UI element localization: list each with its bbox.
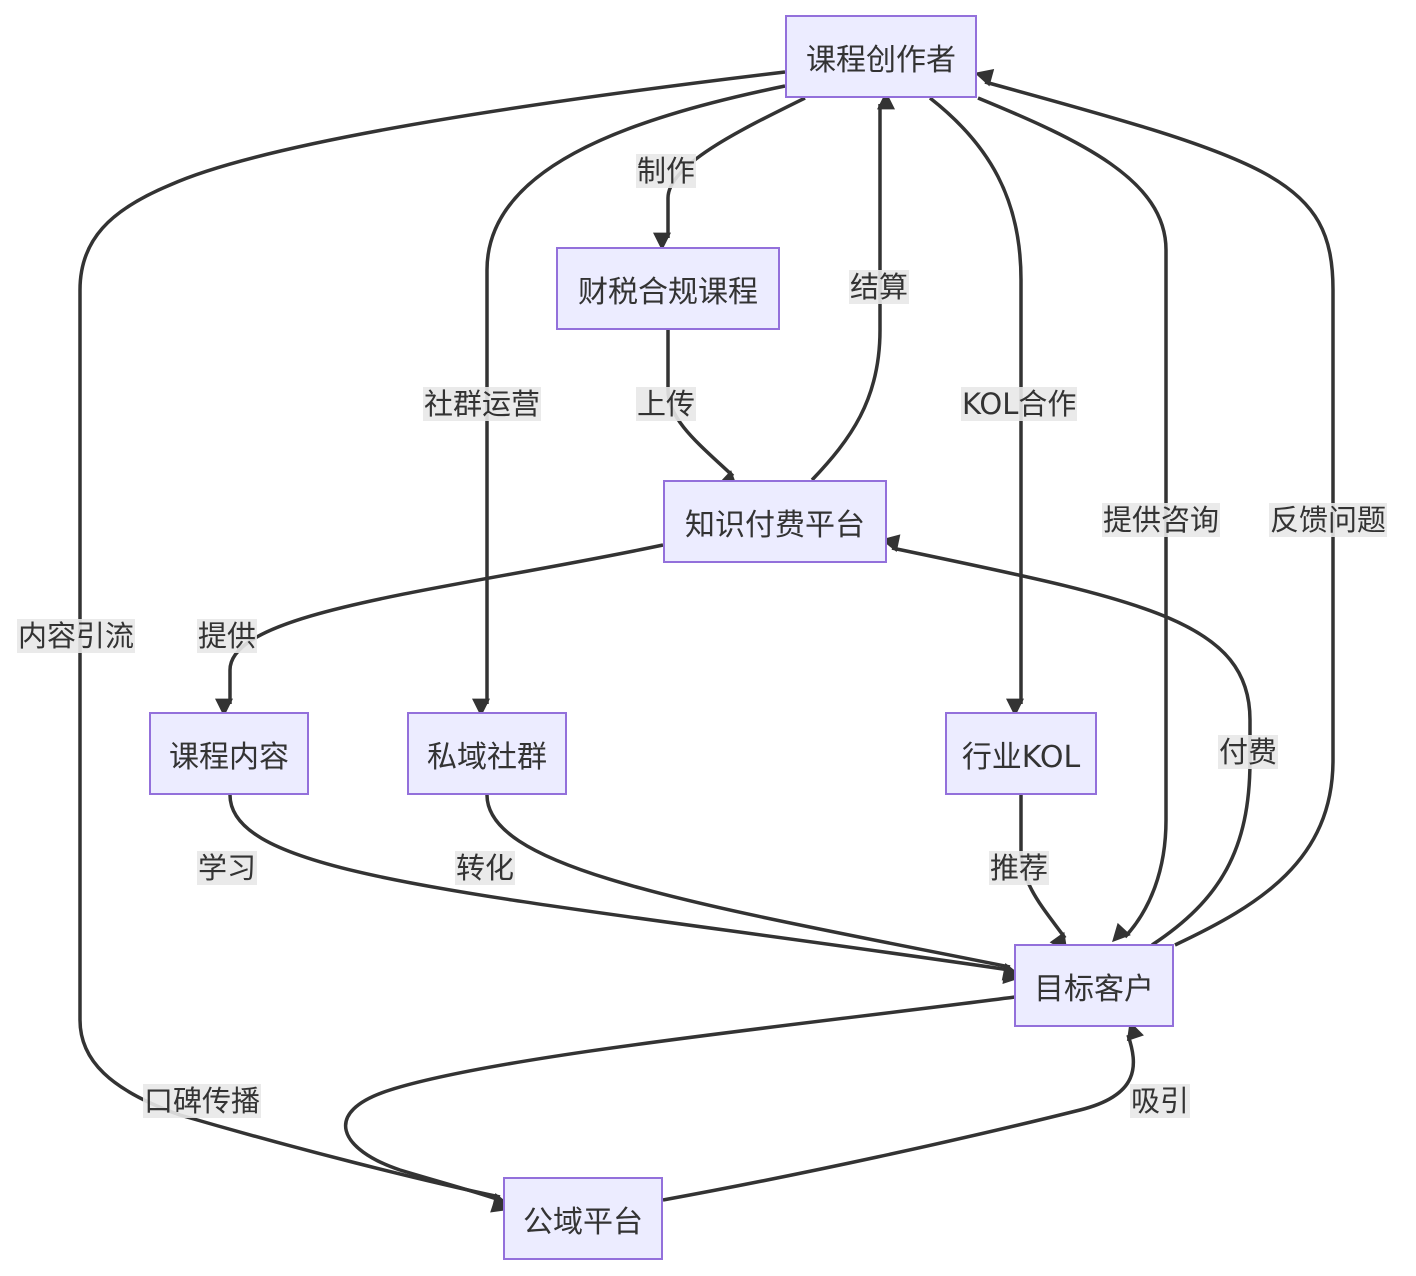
- edge-label-make: 制作: [636, 154, 697, 188]
- edge-label-attract: 吸引: [1130, 1084, 1191, 1118]
- edge-label-feedback: 反馈问题: [1269, 503, 1388, 537]
- edge-customer-creator: [974, 68, 1335, 947]
- node-tax-compliance-course[interactable]: 财税合规课程: [556, 247, 780, 330]
- edge-public-customer: [662, 1021, 1144, 1202]
- edge-creator-course: [653, 96, 806, 251]
- edge-customer-public: [343, 995, 1016, 1213]
- edge-creator-kol: [928, 96, 1024, 717]
- edge-content-customer: [228, 794, 1022, 985]
- edge-label-convert: 转化: [455, 851, 516, 885]
- edge-creator-public: [78, 70, 786, 1211]
- edge-label-learn: 学习: [197, 851, 258, 885]
- edge-label-recommend: 推荐: [989, 851, 1050, 885]
- node-target-customer[interactable]: 目标客户: [1014, 944, 1174, 1027]
- edge-creator-community: [472, 84, 786, 717]
- edge-label-upload: 上传: [636, 387, 697, 421]
- node-course-content[interactable]: 课程内容: [149, 712, 309, 795]
- edge-creator-customer: [977, 96, 1168, 943]
- node-course-creator[interactable]: 课程创作者: [785, 15, 977, 98]
- edge-label-word-of-mouth: 口碑传播: [143, 1084, 262, 1118]
- edge-label-settle: 结算: [849, 270, 910, 304]
- edge-community-customer: [485, 794, 1022, 981]
- node-public-platform[interactable]: 公域平台: [503, 1177, 663, 1260]
- node-industry-kol[interactable]: 行业KOL: [945, 712, 1097, 795]
- edge-label-kol-coop: KOL合作: [961, 387, 1078, 421]
- edge-customer-platform: [880, 534, 1252, 947]
- edge-label-content-traffic: 内容引流: [17, 619, 136, 653]
- node-private-community[interactable]: 私域社群: [407, 712, 567, 795]
- edge-platform-creator: [810, 91, 895, 482]
- edge-label-pay: 付费: [1218, 735, 1279, 769]
- edge-label-community-ops: 社群运营: [423, 387, 542, 421]
- edge-label-consult: 提供咨询: [1102, 503, 1221, 537]
- edge-label-provide: 提供: [197, 619, 258, 653]
- edge-platform-content: [215, 543, 664, 717]
- node-knowledge-platform[interactable]: 知识付费平台: [663, 480, 887, 563]
